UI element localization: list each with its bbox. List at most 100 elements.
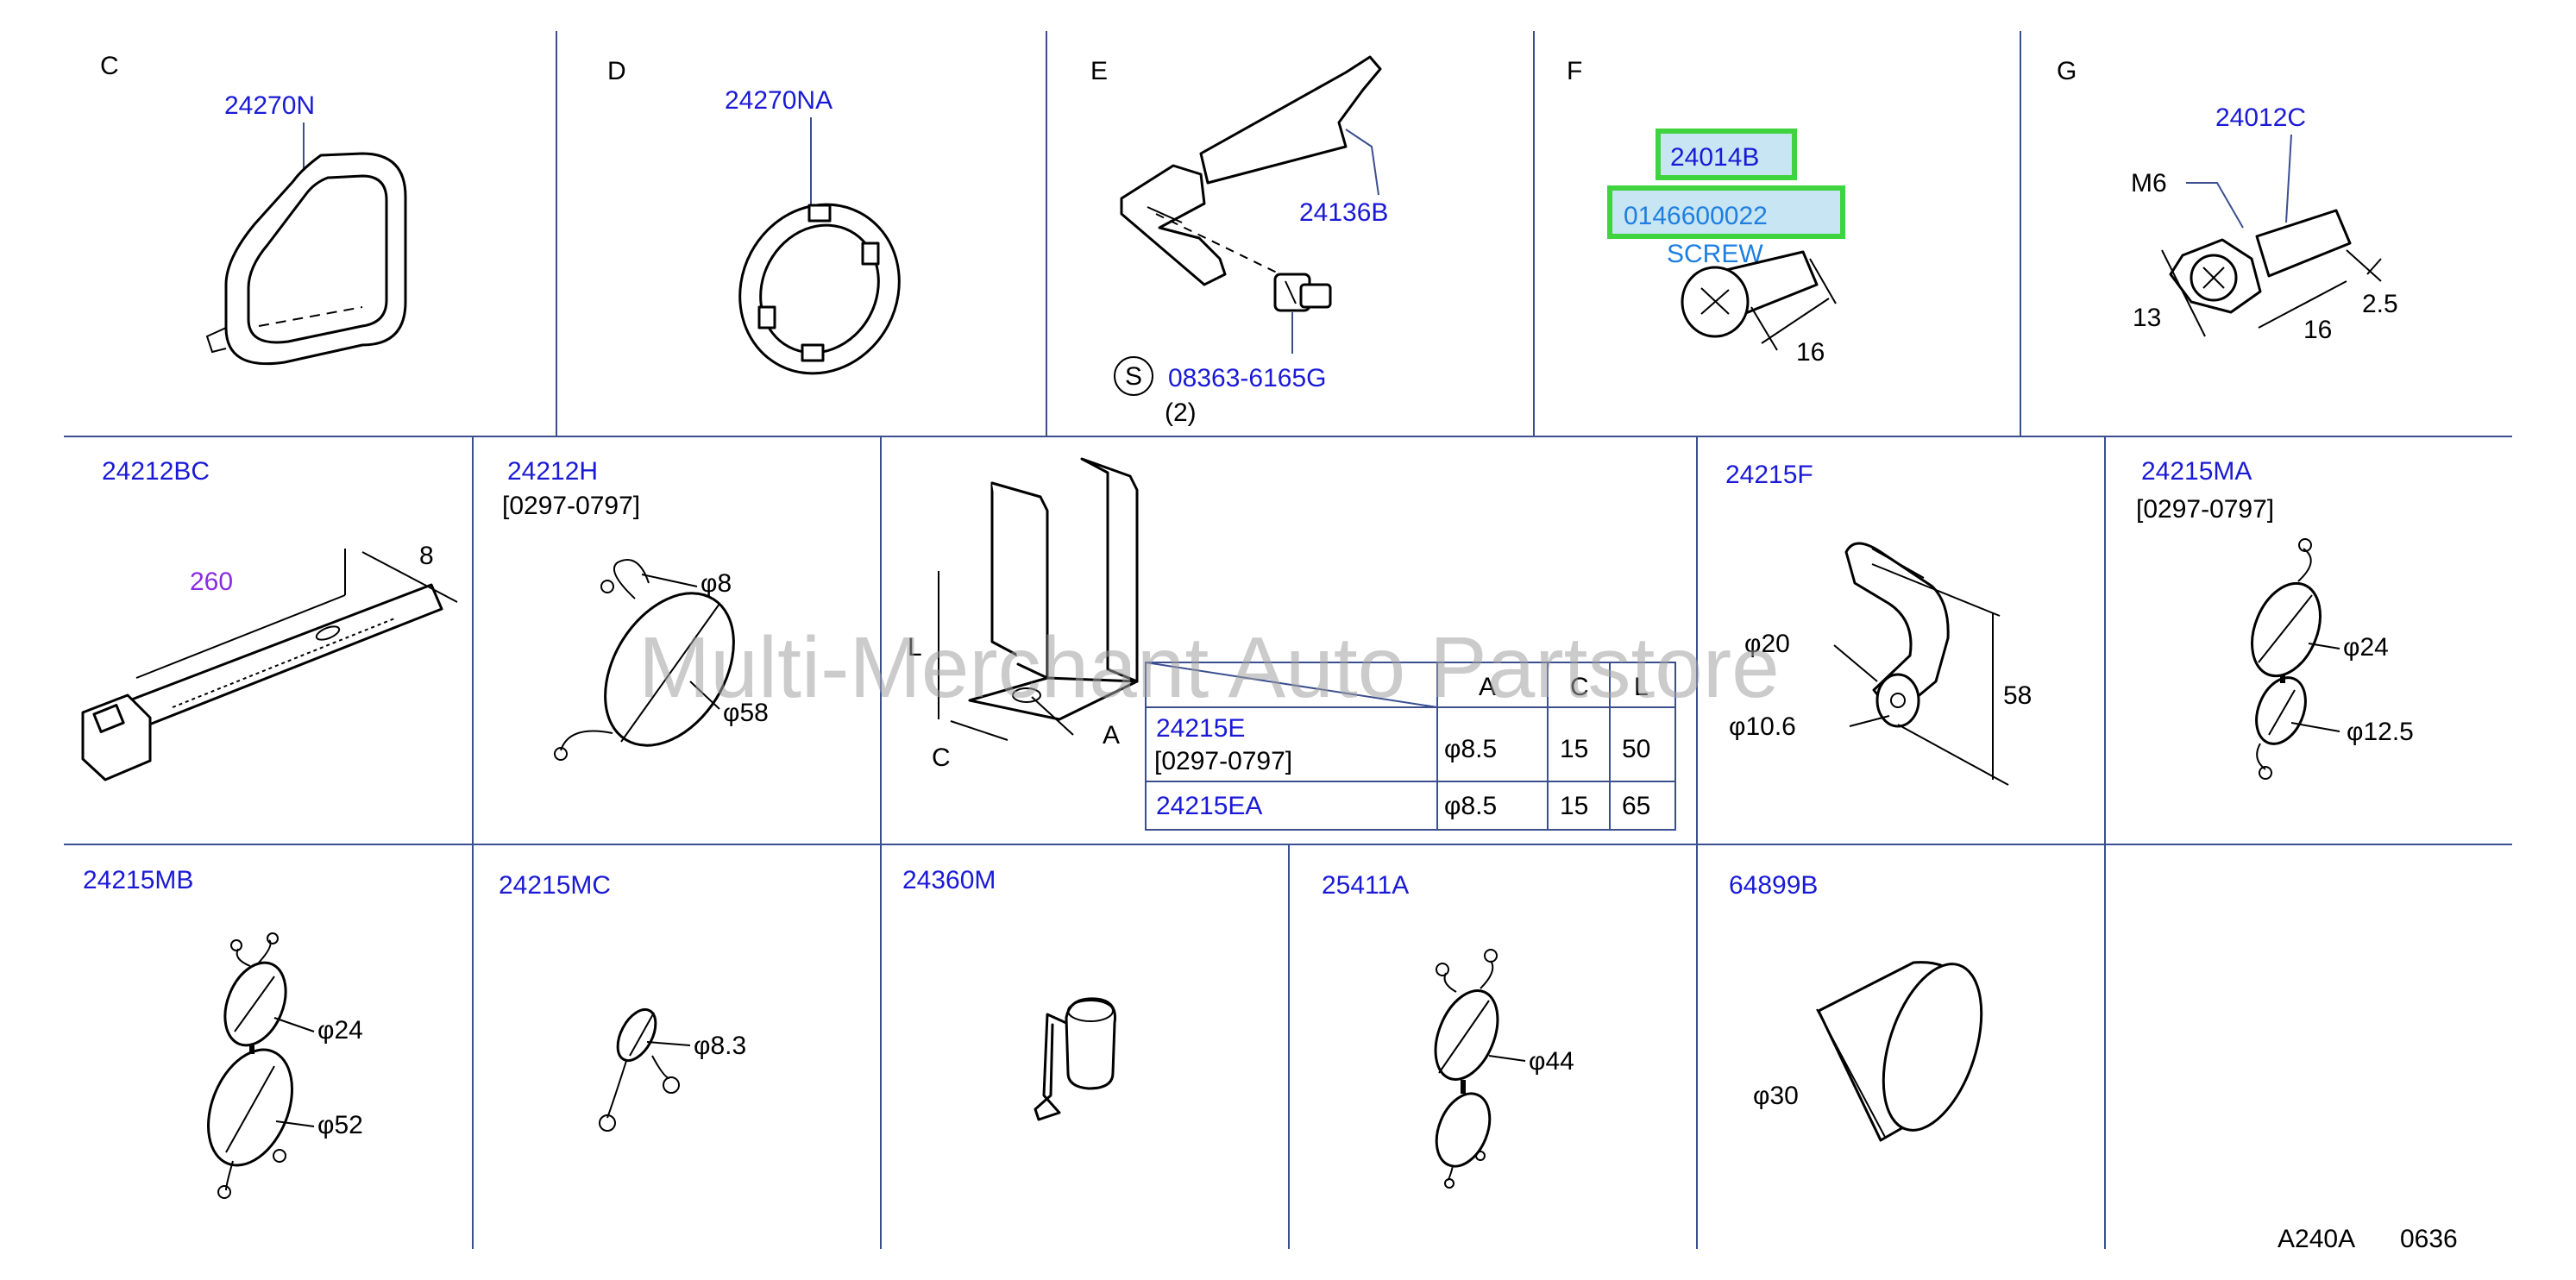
- dimension-table: A C L 24215E [0297-0797] φ8.5 15 50 2421…: [1145, 662, 1676, 831]
- clip-f-inner-dia: φ10.6: [1729, 712, 1796, 741]
- part-number-24014b[interactable]: 24014B: [1670, 143, 1759, 172]
- tie-width-dim: 8: [419, 542, 434, 570]
- part-number-24215mc[interactable]: 24215MC: [499, 871, 611, 900]
- clip-24215mb-drawing: [207, 932, 293, 1199]
- cable-tie-drawing: [81, 583, 443, 781]
- bolt-24012c-drawing: [2169, 209, 2352, 314]
- section-d: D 24270NA: [607, 57, 901, 375]
- date-range-24215ma: [0297-0797]: [2136, 495, 2274, 524]
- grommet-24270n-drawing: [205, 152, 407, 366]
- cell-24215e: L C A A C L 24215E [0297-0797] φ8.5 15 5…: [908, 457, 1676, 831]
- thread-label-m6: M6: [2131, 169, 2167, 198]
- part-number-0146600022[interactable]: 0146600022: [1624, 202, 1768, 230]
- table-row-part-24215ea[interactable]: 24215EA: [1156, 792, 1262, 820]
- part-number-24215f[interactable]: 24215F: [1725, 461, 1813, 489]
- bracket-dim-l: L: [908, 633, 922, 662]
- screw-quantity: (2): [1165, 398, 1197, 427]
- highlight-box-24014b: [1656, 129, 1797, 180]
- clip-ma-large-dia: φ24: [2343, 633, 2389, 662]
- screw-name-label: SCREW: [1667, 240, 1763, 268]
- clip-ma-small-dia: φ12.5: [2347, 718, 2414, 746]
- part-number-24212bc[interactable]: 24212BC: [102, 457, 210, 486]
- bolt-length-dim: 16: [2303, 316, 2332, 344]
- section-c: C 24270N: [100, 52, 407, 366]
- cell-24215f: 24215F 58 φ20 φ10.6: [1725, 461, 2032, 786]
- screw-length-dim: 16: [1796, 338, 1825, 367]
- cap-64899b-drawing: [1817, 961, 1983, 1142]
- table-header-a: A: [1479, 673, 1496, 701]
- section-e: E 24136B S 08363-6165G (2): [1090, 55, 1388, 427]
- part-number-24215mb[interactable]: 24215MB: [83, 866, 193, 894]
- table-row-part-24215e[interactable]: 24215E: [1156, 714, 1245, 743]
- clip-24360m-drawing: [1034, 997, 1117, 1121]
- cell-24215mc: 24215MC φ8.3: [499, 871, 746, 1132]
- bolt-tip-dim: 2.5: [2362, 290, 2398, 318]
- part-number-24136b[interactable]: 24136B: [1299, 198, 1388, 227]
- part-number-24215ma[interactable]: 24215MA: [2141, 457, 2252, 486]
- bracket-dim-c: C: [932, 744, 951, 772]
- screw-symbol-s: S: [1125, 362, 1142, 391]
- clip-mc-dia: φ8.3: [694, 1032, 746, 1060]
- clip-24215f-drawing: [1844, 542, 1950, 728]
- ring-24270na-drawing: [738, 203, 901, 375]
- grid-lines: [64, 31, 2512, 1249]
- section-letter-g: G: [2057, 57, 2077, 85]
- part-number-25411a[interactable]: 25411A: [1322, 871, 1409, 900]
- section-letter-c: C: [100, 52, 119, 80]
- drawing-number: 0636: [2400, 1225, 2458, 1253]
- cell-25411a: 25411A φ44: [1322, 871, 1574, 1189]
- clip-f-outer-dia: φ20: [1744, 630, 1790, 658]
- clip-mb-small-dia: φ24: [317, 1016, 363, 1045]
- cell-64899b: 64899B φ30: [1729, 871, 1983, 1142]
- clip-small-dia: φ8: [701, 569, 732, 598]
- section-letter-d: D: [607, 57, 626, 85]
- clip-f-height: 58: [2003, 681, 2032, 710]
- cell-24212h: 24212H [0297-0797] φ8 φ58: [502, 457, 769, 761]
- tie-length-dim: 260: [190, 568, 233, 596]
- drawing-footer: A240A 0636: [2278, 1225, 2458, 1253]
- table-header-l: L: [1634, 673, 1649, 701]
- clip-25411a-dia: φ44: [1529, 1047, 1574, 1076]
- cell-24360m: 24360M: [902, 866, 1117, 1121]
- section-f: F 24014B 0146600022 SCREW 16: [1567, 57, 1845, 367]
- part-number-64899b[interactable]: 64899B: [1729, 871, 1818, 900]
- clip-mb-large-dia: φ52: [317, 1111, 363, 1139]
- part-number-24270na[interactable]: 24270NA: [725, 86, 832, 115]
- bracket-dim-a: A: [1103, 721, 1120, 750]
- table-cell-a: φ8.5: [1444, 735, 1497, 763]
- section-g: G 24012C M6 13 16 2.5: [2057, 57, 2398, 344]
- section-letter-f: F: [1567, 57, 1582, 85]
- bracket-24136b-drawing: [1120, 55, 1382, 286]
- screw-0146600022-drawing: [1681, 250, 1819, 338]
- clip-24212h-drawing: [554, 559, 735, 761]
- table-row-range-24215e: [0297-0797]: [1154, 747, 1292, 775]
- section-letter-e: E: [1090, 57, 1108, 85]
- table-cell-a: φ8.5: [1444, 792, 1497, 820]
- table-cell-l: 65: [1622, 792, 1650, 820]
- cap-64899b-dia: φ30: [1753, 1082, 1799, 1110]
- part-number-08363-6165g[interactable]: 08363-6165G: [1168, 364, 1327, 392]
- drawing-code: A240A: [2278, 1225, 2355, 1253]
- table-header-c: C: [1570, 673, 1589, 701]
- part-number-24360m[interactable]: 24360M: [902, 866, 996, 894]
- cell-24215mb: 24215MB φ24 φ52: [83, 866, 363, 1199]
- part-number-24212h[interactable]: 24212H: [507, 457, 598, 486]
- watermark-text: Multi-Merchant Auto Partstore: [638, 619, 1780, 716]
- date-range-24212h: [0297-0797]: [502, 492, 640, 520]
- clip-24215mc-drawing: [599, 1008, 680, 1132]
- highlight-box-0146600022: [1607, 185, 1845, 239]
- bolt-08363-drawing: [1273, 273, 1332, 312]
- part-number-24012c[interactable]: 24012C: [2215, 104, 2306, 132]
- cell-24215ma: 24215MA [0297-0797] φ24 φ12.5: [2136, 457, 2414, 780]
- cell-24212bc: 24212BC 260 8: [81, 457, 458, 781]
- table-cell-l: 50: [1622, 735, 1650, 763]
- bolt-head-dim: 13: [2133, 304, 2161, 332]
- bracket-24215e-drawing: [968, 457, 1139, 721]
- part-number-24270n[interactable]: 24270N: [224, 91, 315, 120]
- table-cell-c: 15: [1560, 735, 1588, 763]
- table-cell-c: 15: [1560, 792, 1588, 820]
- clip-25411a-drawing: [1434, 949, 1499, 1189]
- clip-large-dia: φ58: [723, 699, 769, 727]
- clip-24215ma-drawing: [2251, 538, 2322, 780]
